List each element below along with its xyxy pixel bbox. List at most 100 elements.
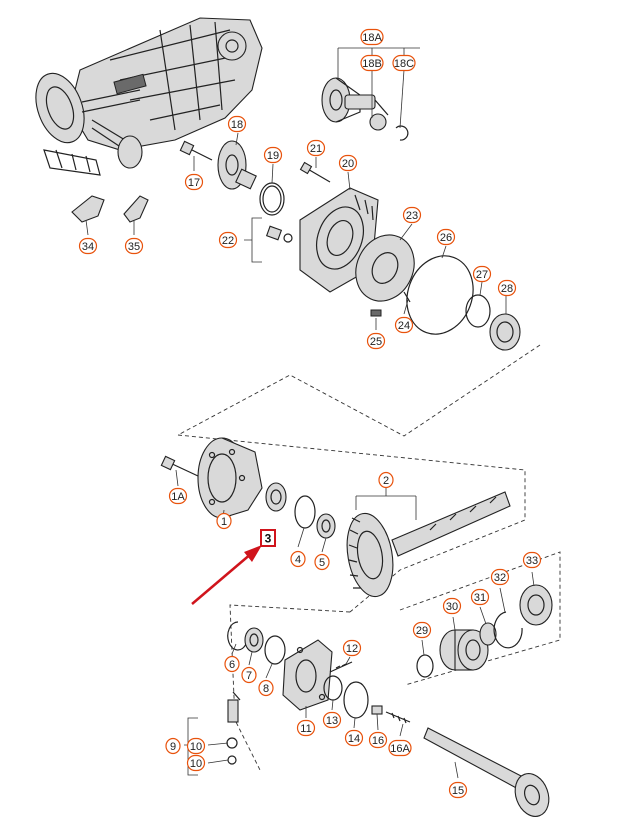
callout-bubble xyxy=(296,719,316,737)
callout-18: 18 xyxy=(227,115,247,133)
callout-number: 29 xyxy=(416,625,428,637)
callout-number: 26 xyxy=(440,232,452,244)
callout-bubble xyxy=(338,154,358,172)
part-27-o-ring xyxy=(465,294,491,328)
part-35-bracket xyxy=(123,195,149,223)
callout-22: 22 xyxy=(218,231,238,249)
callout-bubble xyxy=(227,115,247,133)
callout-16: 16 xyxy=(368,731,388,749)
part-25-clip xyxy=(370,309,382,317)
callout-bubble xyxy=(184,173,204,191)
part-21-bolt xyxy=(299,161,331,183)
callout-number: 28 xyxy=(501,283,513,295)
callout-number: 27 xyxy=(476,269,488,281)
callout-number: 25 xyxy=(370,336,382,348)
callout-5: 5 xyxy=(314,553,330,571)
part-19-seal-ring xyxy=(259,182,285,216)
part-18-flange xyxy=(217,140,257,190)
callout-6: 6 xyxy=(224,655,240,673)
callout-27: 27 xyxy=(472,265,492,283)
callout-number: 9 xyxy=(170,741,176,753)
part-30-bearing xyxy=(439,629,489,671)
part-5-bearing xyxy=(316,513,336,539)
callout-number: 18B xyxy=(362,58,382,70)
callout-number: 18 xyxy=(231,119,243,131)
callout-31: 31 xyxy=(470,588,490,606)
callout-bubble xyxy=(322,711,342,729)
callout-number: 15 xyxy=(452,785,464,797)
callout-number: 11 xyxy=(300,723,311,735)
callout-number: 16 xyxy=(372,735,384,747)
callout-25: 25 xyxy=(366,332,386,350)
callout-bubble xyxy=(490,568,510,586)
callout-number: 21 xyxy=(310,143,322,155)
part-8-o-ring xyxy=(264,635,286,665)
part-33-bearing xyxy=(519,584,553,626)
callout-number: 18A xyxy=(362,32,382,44)
callout-bubble xyxy=(522,551,542,569)
callout-10a: 10 xyxy=(186,737,206,755)
part-4-shim xyxy=(294,495,316,529)
callout-bubble xyxy=(168,487,188,505)
part-23-shield xyxy=(355,234,415,302)
bracket-2 xyxy=(355,488,417,520)
callout-number: 5 xyxy=(319,557,325,569)
transmission-assembly-illustration xyxy=(35,17,263,176)
callout-20: 20 xyxy=(338,154,358,172)
callout-7: 7 xyxy=(241,666,257,684)
callout-21: 21 xyxy=(306,139,326,157)
callout-bubble xyxy=(412,621,432,639)
callout-15: 15 xyxy=(448,781,468,799)
connector-upper-lower xyxy=(177,344,541,437)
callout-bubble xyxy=(472,265,492,283)
callout-bubble xyxy=(368,731,388,749)
callout-bubble xyxy=(306,139,326,157)
callout-11: 11 xyxy=(296,719,316,737)
callout-number: 17 xyxy=(188,177,200,189)
callout-bubble xyxy=(442,597,462,615)
callout-bubble xyxy=(402,206,422,224)
part-1-differential-case xyxy=(197,437,263,519)
callout-number: 1 xyxy=(221,516,227,528)
part-34-bracket xyxy=(71,195,105,223)
callout-9: 9 xyxy=(165,737,181,755)
callout-bubble xyxy=(216,512,232,530)
callout-bubble xyxy=(448,781,468,799)
callout-number: 33 xyxy=(526,555,538,567)
callout-number: 23 xyxy=(406,210,418,222)
callout-number: 13 xyxy=(326,715,338,727)
bracket-22 xyxy=(244,217,262,263)
callout-bubble xyxy=(378,471,394,489)
callout-number: 2 xyxy=(383,475,389,487)
callout-number: 1A xyxy=(171,491,185,503)
callout-number: 22 xyxy=(222,235,234,247)
callout-8: 8 xyxy=(258,679,274,697)
part-32-circlip xyxy=(493,611,523,649)
callout-14: 14 xyxy=(344,729,364,747)
callout-bubble xyxy=(258,679,274,697)
highlight-label: 3 xyxy=(265,532,272,546)
part-11-flange-housing xyxy=(282,639,333,711)
callout-bubble xyxy=(124,237,144,255)
part-28-seal xyxy=(489,313,521,351)
callout-18b: 18B xyxy=(360,54,384,72)
callout-number: 19 xyxy=(267,150,279,162)
callout-number: 10 xyxy=(190,741,202,753)
callout-bubble xyxy=(342,639,362,657)
red-pointer-arrow xyxy=(191,552,253,605)
part-16-nut xyxy=(371,705,383,715)
drive-flange-18a-illustration xyxy=(321,77,409,141)
callout-number: 7 xyxy=(246,670,252,682)
callout-bubble xyxy=(165,737,181,755)
callout-2: 2 xyxy=(378,471,394,489)
callout-number: 24 xyxy=(398,320,410,332)
part-1a-bolt xyxy=(160,455,199,477)
part-29-ring xyxy=(416,654,434,678)
highlight-box xyxy=(260,529,276,547)
callout-number: 10 xyxy=(190,758,202,770)
callout-18a: 18A xyxy=(360,28,384,46)
callout-bubble xyxy=(388,739,412,757)
callout-bubble xyxy=(360,28,384,46)
callout-35: 35 xyxy=(124,237,144,255)
